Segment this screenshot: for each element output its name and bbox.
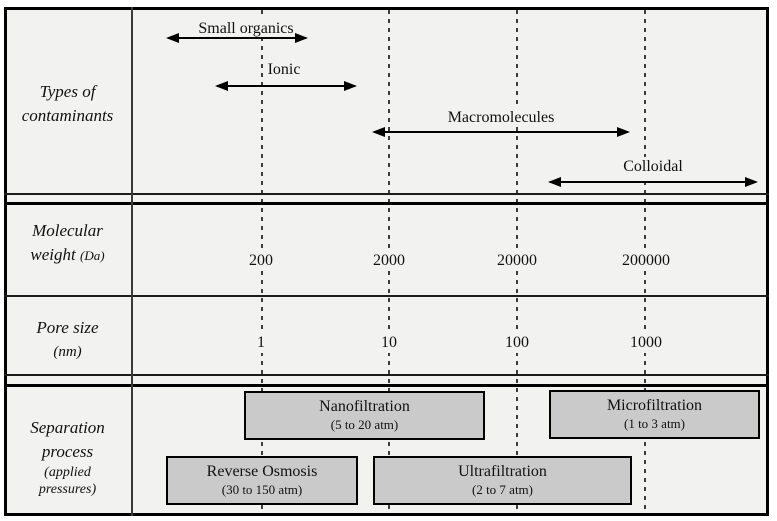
column-divider <box>131 7 133 516</box>
row-label-poresize-unit: (nm) <box>53 344 82 360</box>
row-label-contaminants-line1: Types of <box>39 82 96 101</box>
arrow-label-colloidal: Colloidal <box>620 157 686 176</box>
row-label-contaminants-line2: contaminants <box>21 106 114 125</box>
poresize-value: 10 <box>377 332 401 353</box>
arrow-label-macromolecules: Macromolecules <box>444 108 558 127</box>
row-label-poresize-line1: Pore size <box>36 318 99 337</box>
range-arrow-small-organics <box>166 33 308 43</box>
range-arrow-colloidal <box>548 177 758 187</box>
arrow-shaft <box>374 131 628 133</box>
process-box-ultrafiltration: Ultrafiltration (2 to 7 atm) <box>373 456 632 505</box>
row-label-molweight-line2: weight (Da) <box>4 243 131 268</box>
process-box-reverse-osmosis: Reverse Osmosis (30 to 150 atm) <box>166 456 358 505</box>
row-label-separation-line2: process <box>41 442 94 461</box>
row-label-molweight-unit: (Da) <box>80 248 105 263</box>
process-pressure-range: (2 to 7 atm) <box>471 482 533 497</box>
row-label-separation-process: Separation process (applied pressures) <box>4 416 131 498</box>
range-arrow-macromolecules <box>372 127 630 137</box>
poresize-value: 1000 <box>626 332 666 353</box>
section-divider <box>4 374 769 376</box>
molweight-value: 200000 <box>618 250 674 271</box>
process-pressure-range: (5 to 20 atm) <box>330 417 399 432</box>
molweight-value: 200 <box>245 250 277 271</box>
arrowhead-right-icon <box>617 127 630 137</box>
row-label-separation-line1: Separation <box>30 418 105 437</box>
molweight-value: 20000 <box>493 250 541 271</box>
arrow-shaft <box>217 85 355 87</box>
arrow-shaft <box>550 181 756 183</box>
process-pressure-range: (1 to 3 atm) <box>623 416 685 431</box>
row-label-pore-size: Pore size (nm) <box>4 316 131 364</box>
arrow-label-small-organics: Small organics <box>195 19 297 38</box>
row-label-separation-line4: pressures) <box>38 482 97 497</box>
process-pressure-range: (30 to 150 atm) <box>221 482 303 497</box>
arrowhead-right-icon <box>344 81 357 91</box>
section-divider <box>4 202 769 205</box>
row-label-separation-line3: (applied <box>44 465 91 480</box>
molweight-value: 2000 <box>369 250 409 271</box>
arrow-label-ionic: Ionic <box>264 60 304 79</box>
row-divider <box>4 295 769 297</box>
row-label-contaminants: Types of contaminants <box>4 80 131 128</box>
row-label-molecular-weight: Molecular weight (Da) <box>4 219 131 268</box>
process-name: Microfiltration <box>606 397 703 414</box>
poresize-value: 100 <box>501 332 533 353</box>
arrowhead-right-icon <box>295 33 308 43</box>
poresize-value: 1 <box>253 332 269 353</box>
row-label-molweight-word: weight <box>30 245 76 264</box>
process-box-microfiltration: Microfiltration (1 to 3 atm) <box>549 390 760 439</box>
process-box-nanofiltration: Nanofiltration (5 to 20 atm) <box>244 391 485 440</box>
process-name: Nanofiltration <box>319 398 410 415</box>
process-name: Ultrafiltration <box>458 463 547 480</box>
range-arrow-ionic <box>215 81 357 91</box>
row-label-molweight-line1: Molecular <box>32 221 103 240</box>
arrow-shaft <box>168 37 306 39</box>
section-divider <box>4 384 769 387</box>
arrowhead-right-icon <box>745 177 758 187</box>
process-name: Reverse Osmosis <box>206 463 318 480</box>
section-divider <box>4 193 769 195</box>
